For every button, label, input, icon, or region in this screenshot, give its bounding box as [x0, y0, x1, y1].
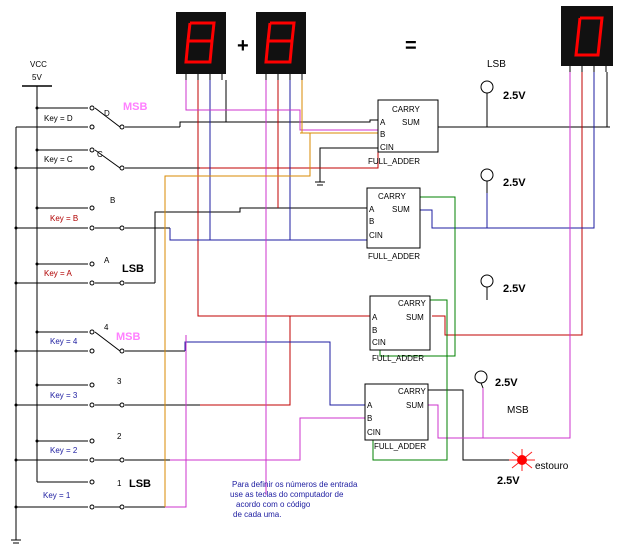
display-result [561, 6, 613, 66]
msb-label-bottom: MSB [116, 331, 141, 343]
note-line-3: acordo com o código [236, 500, 311, 509]
svg-text:B: B [369, 217, 374, 226]
key-label-4: Key = 4 [50, 337, 78, 346]
svg-text:CIN: CIN [367, 428, 381, 437]
svg-text:B: B [380, 130, 385, 139]
overflow-label: estouro [535, 461, 569, 472]
svg-text:SUM: SUM [392, 205, 410, 214]
key-label-3: Key = 3 [50, 391, 78, 400]
msb-label-top: MSB [123, 101, 148, 113]
key-letter-1: 1 [117, 479, 122, 488]
svg-text:CARRY: CARRY [392, 105, 421, 114]
svg-text:CIN: CIN [369, 231, 383, 240]
svg-text:CARRY: CARRY [398, 299, 427, 308]
svg-text:A: A [367, 401, 373, 410]
svg-text:FULL_ADDER: FULL_ADDER [372, 354, 424, 363]
key-letter-b: B [110, 196, 115, 205]
overflow-led [509, 449, 535, 471]
key-letter-c: C [97, 150, 103, 159]
key-letter-a: A [104, 256, 110, 265]
output-msb-label: MSB [507, 405, 529, 416]
probe-2-value: 2.5V [503, 177, 526, 189]
probe-2 [480, 168, 494, 182]
full-adder-1: CARRY SUM A B CIN FULL_ADDER [368, 99, 439, 166]
svg-text:A: A [372, 313, 378, 322]
plus-sign: + [237, 35, 249, 57]
svg-text:CIN: CIN [380, 143, 394, 152]
vcc-label: VCC [30, 60, 47, 69]
display-1 [176, 12, 226, 74]
probe-4 [474, 370, 488, 384]
key-label-1: Key = 1 [43, 491, 71, 500]
note-line-4: de cada uma. [233, 510, 281, 519]
output-lsb-label: LSB [487, 59, 506, 70]
lsb-label-top: LSB [122, 263, 144, 275]
lsb-label-bottom: LSB [129, 478, 151, 490]
key-letter-2: 2 [117, 432, 122, 441]
svg-text:B: B [367, 414, 372, 423]
key-label-2: Key = 2 [50, 446, 78, 455]
svg-text:CARRY: CARRY [378, 192, 407, 201]
overflow-value: 2.5V [497, 475, 520, 487]
key-letter-4: 4 [104, 323, 109, 332]
key-letter-3: 3 [117, 377, 122, 386]
svg-text:SUM: SUM [406, 401, 424, 410]
svg-text:A: A [380, 118, 386, 127]
key-label-b: Key = B [50, 214, 78, 223]
key-label-c: Key = C [44, 155, 73, 164]
full-adder-3: CARRY SUM A B CIN FULL_ADDER [369, 295, 431, 363]
voltage-label: 5V [32, 73, 42, 82]
svg-text:SUM: SUM [402, 118, 420, 127]
equals-sign: = [405, 35, 417, 57]
svg-text:SUM: SUM [406, 313, 424, 322]
probe-3-value: 2.5V [503, 283, 526, 295]
svg-text:FULL_ADDER: FULL_ADDER [374, 442, 426, 451]
key-label-a: Key = A [44, 269, 72, 278]
svg-text:CARRY: CARRY [398, 387, 427, 396]
note-line-2: use as teclas do computador de [230, 490, 344, 499]
note-line-1: Para definir os números de entrada [232, 480, 358, 489]
svg-text:B: B [372, 326, 377, 335]
full-adder-4: CARRY SUM A B CIN FULL_ADDER [364, 383, 429, 451]
full-adder-2: CARRY SUM A B CIN FULL_ADDER [366, 187, 421, 261]
probe-1-value: 2.5V [503, 90, 526, 102]
svg-text:FULL_ADDER: FULL_ADDER [368, 252, 420, 261]
probe-3 [480, 274, 494, 288]
key-label-d: Key = D [44, 114, 73, 123]
key-letter-d: D [104, 109, 110, 118]
display-2 [256, 12, 306, 74]
probe-1 [480, 80, 494, 94]
svg-text:FULL_ADDER: FULL_ADDER [368, 157, 420, 166]
svg-text:CIN: CIN [372, 338, 386, 347]
svg-text:A: A [369, 205, 375, 214]
probe-4-value: 2.5V [495, 377, 518, 389]
